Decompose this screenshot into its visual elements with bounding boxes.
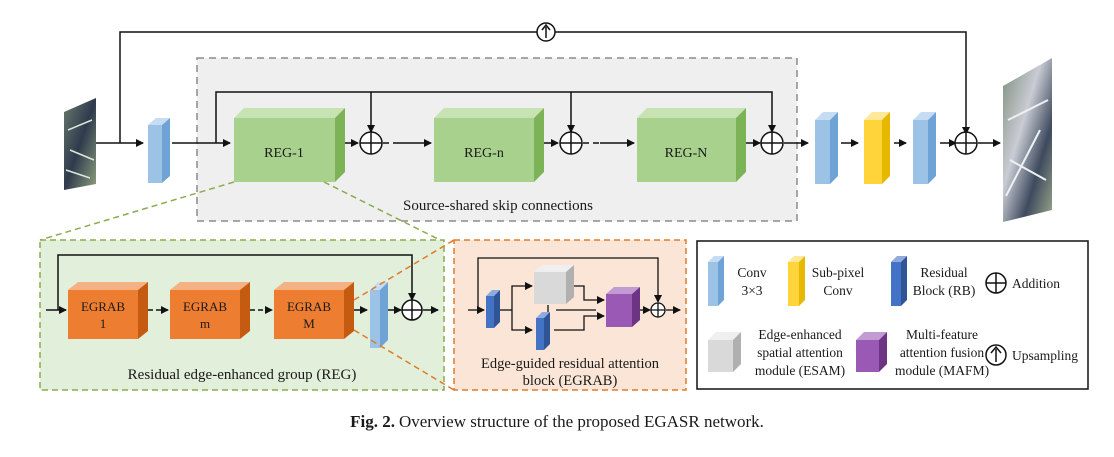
figure-caption: Fig. 2.Overview structure of the propose… — [0, 412, 1114, 432]
egrab-m-label-b: m — [200, 316, 210, 331]
legend-conv-line1: Conv — [737, 265, 767, 280]
reg-block-n: REG-n — [434, 108, 544, 182]
residual-block-small-2 — [536, 312, 550, 350]
legend-mafm-line2: attention fusion — [900, 345, 985, 360]
esam-block-small — [534, 265, 574, 304]
egrab-m-label-a: EGRAB — [183, 299, 227, 314]
reg-n-label: REG-n — [464, 146, 504, 161]
legend-addition-label: Addition — [1012, 276, 1060, 291]
reg-block-1: REG-1 — [234, 108, 345, 182]
legend-conv-line2: 3×3 — [741, 283, 762, 298]
egrab-title-line2: block (EGRAB) — [523, 373, 618, 389]
mafm-block-small — [606, 287, 640, 327]
addition-node-icon — [650, 302, 666, 318]
addition-node-icon — [760, 131, 784, 155]
addition-node-icon — [954, 131, 978, 155]
egrab-block-M: EGRAB M — [274, 282, 354, 339]
legend-mafm-icon — [856, 332, 887, 372]
input-image — [64, 98, 96, 190]
egrab-1-label-a: EGRAB — [81, 299, 125, 314]
reg-group-label: Residual edge-enhanced group (REG) — [128, 367, 357, 383]
legend-esam-line1: Edge-enhanced — [758, 327, 841, 342]
legend-mafm-line1: Multi-feature — [906, 327, 978, 342]
legend-subpixel-icon — [788, 256, 805, 306]
legend-subpixel-line2: Conv — [823, 283, 853, 298]
legend-subpixel-line1: Sub-pixel — [812, 265, 865, 280]
upsampling-node-icon — [536, 22, 556, 42]
addition-node-icon — [401, 299, 423, 321]
conv-block-tail-2 — [913, 112, 936, 184]
egrab-M-label-a: EGRAB — [287, 299, 331, 314]
addition-node-icon — [359, 131, 383, 155]
skip-connections-label: Source-shared skip connections — [403, 198, 593, 214]
egrab-1-label-b: 1 — [100, 316, 107, 331]
legend-upsampling-label: Upsampling — [1012, 348, 1078, 363]
legend-mafm-line3: module (MAFM) — [895, 363, 989, 378]
legend-residual-line2: Block (RB) — [913, 283, 976, 298]
reg-block-N: REG-N — [637, 108, 746, 182]
egrab-M-label-b: M — [303, 316, 315, 331]
residual-block-small-1 — [486, 290, 500, 328]
caption-prefix: Fig. 2. — [350, 412, 395, 431]
legend-esam-line2: spatial attention — [757, 345, 843, 360]
subpixel-conv-block — [864, 112, 890, 184]
conv-block-tail-1 — [815, 112, 838, 184]
egrab-title-line1: Edge-guided residual attention — [481, 356, 660, 372]
egrab-block-1: EGRAB 1 — [68, 282, 148, 339]
reg-1-label: REG-1 — [264, 146, 304, 161]
legend-upsampling-icon — [985, 344, 1007, 366]
egrab-block-m: EGRAB m — [170, 282, 250, 339]
conv-block-reg — [370, 282, 388, 348]
caption-text: Overview structure of the proposed EGASR… — [398, 412, 764, 431]
legend-addition-icon — [985, 272, 1007, 294]
legend-conv-icon — [708, 256, 724, 306]
addition-node-icon — [559, 131, 583, 155]
reg-N-label: REG-N — [665, 146, 708, 161]
legend-esam-line3: module (ESAM) — [755, 363, 845, 378]
output-image — [1003, 58, 1052, 222]
legend-residual-line1: Residual — [920, 265, 967, 280]
legend-esam-icon — [708, 332, 741, 372]
conv-block-input — [148, 118, 170, 183]
legend-residual-icon — [891, 256, 907, 306]
